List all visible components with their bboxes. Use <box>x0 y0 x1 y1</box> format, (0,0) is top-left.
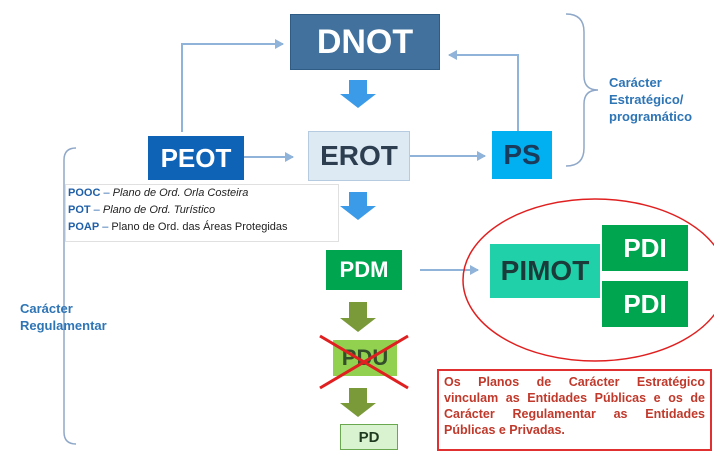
legend-item-pooc: POOC – Plano de Ord. Orla Costeira <box>68 187 249 199</box>
box-pdi-top: PDI <box>602 225 688 271</box>
box-pimot: PIMOT <box>490 244 600 298</box>
connector-ps-dnot <box>448 50 519 132</box>
note-box: Os Planos de Carácter Estratégico vincul… <box>437 369 712 451</box>
bracket-estrategico <box>565 13 599 167</box>
legend-box: POOC – Plano de Ord. Orla Costeira POT –… <box>65 184 339 242</box>
box-erot: EROT <box>308 131 410 181</box>
box-ps: PS <box>492 131 552 179</box>
legend-item-pot: POT – Plano de Ord. Turístico <box>68 204 216 216</box>
box-pdi-bottom: PDI <box>602 281 688 327</box>
box-peot: PEOT <box>148 136 244 180</box>
label-regulamentar: Carácter Regulamentar <box>20 301 107 333</box>
box-dnot: DNOT <box>290 14 440 70</box>
highlight-ellipse <box>462 198 714 362</box>
legend-item-poap: POAP – Plano de Ord. das Áreas Protegida… <box>68 221 288 233</box>
down-arrow-erot-pdm <box>340 192 376 220</box>
down-arrow-pdm-pdu <box>340 302 376 332</box>
down-arrow-pdu-pd <box>340 388 376 417</box>
box-pdm: PDM <box>326 250 402 290</box>
box-pdu: PDU <box>333 340 397 376</box>
label-estrategico: Carácter Estratégico/ programático <box>609 75 693 124</box>
bracket-regulamentar <box>63 147 77 445</box>
connector-peot-dnot <box>181 39 284 132</box>
box-pd: PD <box>340 424 398 450</box>
down-arrow-dnot-erot <box>340 80 376 108</box>
